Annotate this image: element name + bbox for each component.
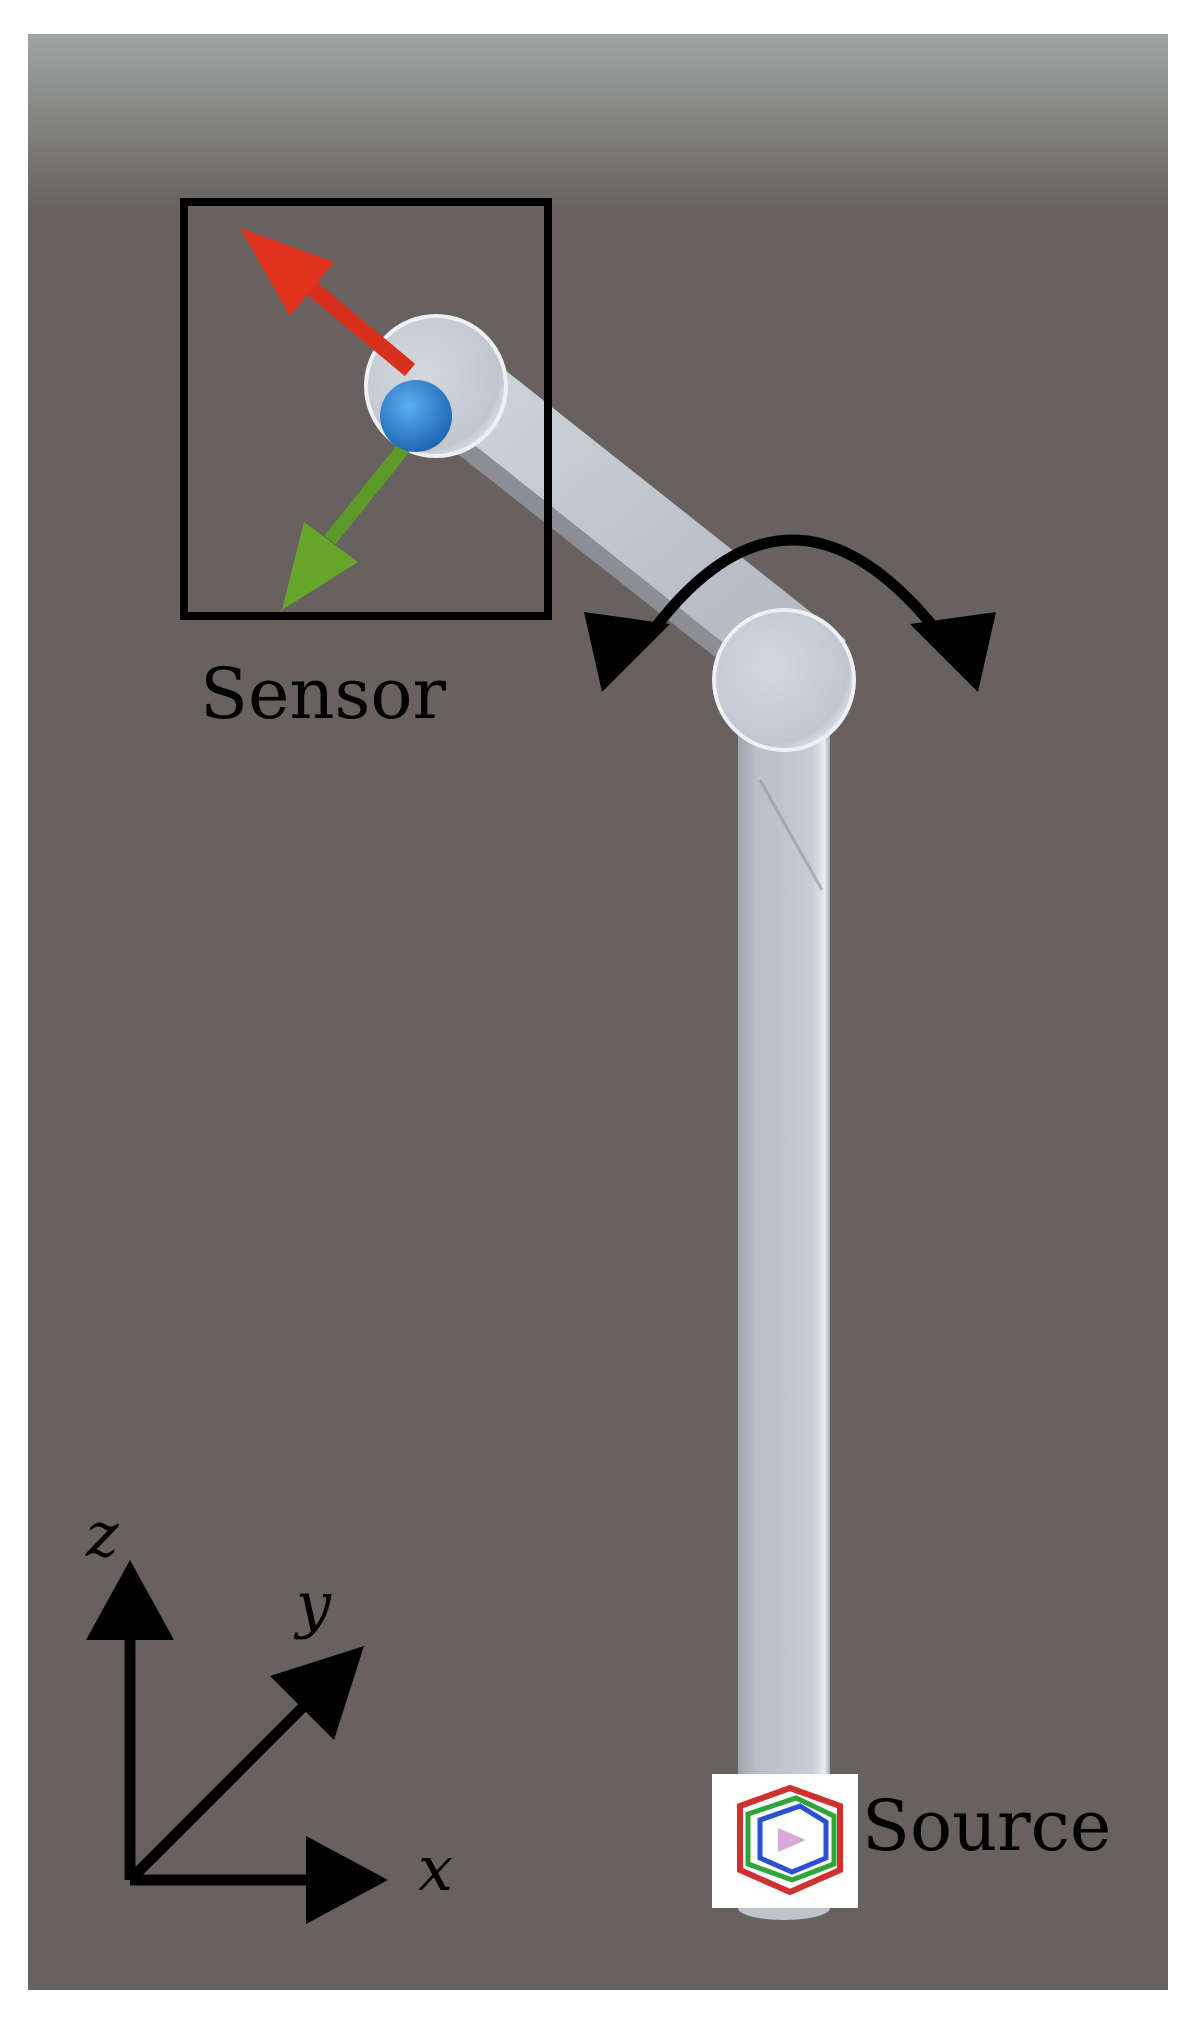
gizmo-z-sphere — [380, 380, 452, 452]
rotation-arc — [641, 534, 949, 644]
y-axis-arrowhead — [270, 1646, 364, 1740]
gizmo-x-arrowhead — [240, 228, 334, 316]
voxel-green — [745, 1795, 837, 1883]
z-axis-arrowhead — [86, 1560, 174, 1640]
voxel-cube-icon — [712, 1774, 858, 1908]
arm-shadow-line — [758, 779, 824, 891]
elbow-joint — [712, 608, 856, 752]
y-axis-label: y — [293, 1568, 332, 1641]
x-axis-label: x — [418, 1832, 453, 1905]
lower-arm-link — [738, 690, 830, 1910]
voxel-blue — [757, 1803, 829, 1875]
source-label: Source — [862, 1785, 1111, 1867]
coordinate-axes — [86, 1560, 388, 1924]
sensor-label: Sensor — [200, 653, 447, 735]
voxel-red — [737, 1784, 843, 1896]
upper-arm-link — [392, 330, 846, 712]
y-axis-shaft — [126, 1690, 320, 1884]
gizmo-x-shaft — [296, 273, 416, 377]
xyz-gizmo-icon — [240, 228, 452, 610]
x-axis-arrowhead — [306, 1836, 388, 1924]
gizmo-y-arrowhead — [282, 522, 358, 610]
viewport-background — [28, 34, 1168, 1990]
rotation-arrowhead-right — [910, 612, 996, 692]
upper-arm-edge — [440, 424, 810, 724]
rotation-arrowhead-left — [584, 612, 670, 692]
z-axis-label: z — [85, 1498, 119, 1571]
rotation-arrow-icon — [584, 534, 996, 692]
voxel-center — [778, 1828, 806, 1852]
sensor-box — [180, 198, 552, 620]
gizmo-y-shaft — [324, 435, 416, 545]
